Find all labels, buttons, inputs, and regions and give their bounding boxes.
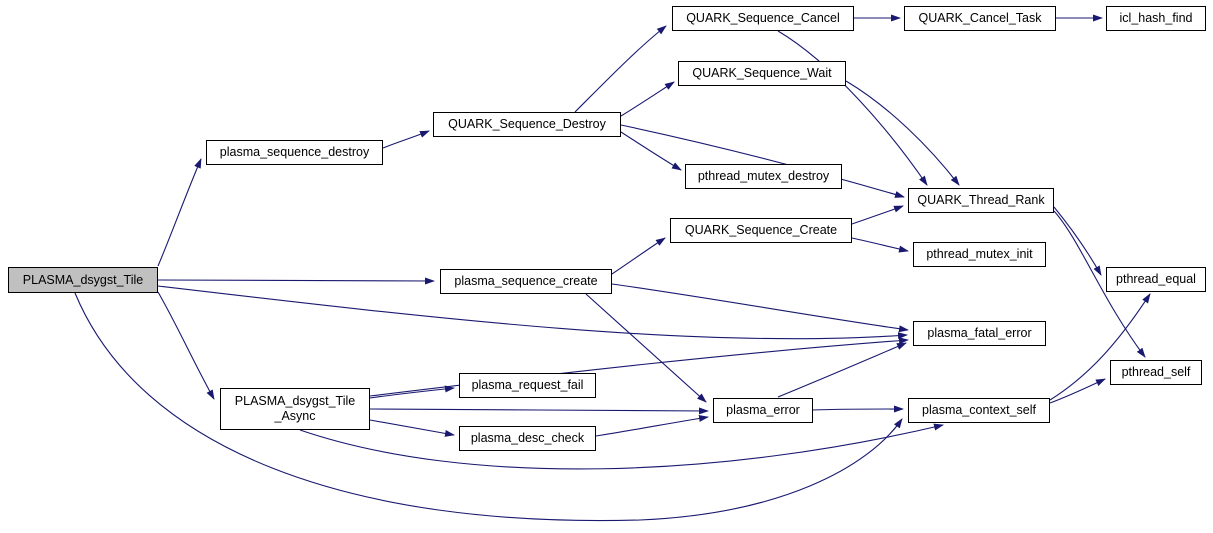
node-plasma_desc_check[interactable]: plasma_desc_check [459,426,596,451]
edge-PLASMA_dsygst_Tile_Async--plasma_error [369,407,709,415]
node-plasma_fatal_error[interactable]: plasma_fatal_error [913,321,1046,346]
node-pthread_self[interactable]: pthread_self [1110,360,1202,385]
edge-plasma_context_self--pthread_self [1049,378,1106,404]
node-plasma_error[interactable]: plasma_error [713,398,813,423]
node-QUARK_Sequence_Create[interactable]: QUARK_Sequence_Create [670,218,852,243]
node-pthread_mutex_init[interactable]: pthread_mutex_init [913,242,1046,267]
edge-PLASMA_dsygst_Tile--plasma_sequence_create [157,277,435,285]
edge-PLASMA_dsygst_Tile--plasma_context_self [74,292,903,522]
node-PLASMA_dsygst_Tile[interactable]: PLASMA_dsygst_Tile [8,267,158,293]
edge-plasma_sequence_create--plasma_fatal_error [611,283,909,333]
edge-QUARK_Sequence_Destroy--QUARK_Sequence_Cancel [574,25,667,113]
edge-PLASMA_dsygst_Tile_Async--plasma_request_fail [369,385,455,399]
edge-QUARK_Sequence_Wait--QUARK_Thread_Rank [845,80,960,186]
edge-plasma_desc_check--plasma_error [595,414,709,437]
edge-group [74,14,1151,522]
node-icl_hash_find[interactable]: icl_hash_find [1106,6,1206,31]
edge-plasma_sequence_create--plasma_error [585,293,707,403]
edge-PLASMA_dsygst_Tile--PLASMA_dsygst_Tile_Async [157,291,215,400]
node-QUARK_Thread_Rank[interactable]: QUARK_Thread_Rank [908,188,1054,213]
node-QUARK_Cancel_Task[interactable]: QUARK_Cancel_Task [904,6,1056,31]
node-plasma_sequence_create[interactable]: plasma_sequence_create [440,269,612,294]
node-QUARK_Sequence_Cancel[interactable]: QUARK_Sequence_Cancel [672,6,854,31]
edge-QUARK_Sequence_Destroy--pthread_mutex_destroy [620,131,682,171]
node-QUARK_Sequence_Wait[interactable]: QUARK_Sequence_Wait [678,61,846,86]
node-plasma_sequence_destroy[interactable]: plasma_sequence_destroy [206,140,383,165]
edge-PLASMA_dsygst_Tile_Async--plasma_fatal_error [369,337,909,397]
edge-QUARK_Sequence_Destroy--QUARK_Sequence_Wait [620,81,675,117]
edge-plasma_sequence_create--QUARK_Sequence_Create [611,237,666,275]
node-QUARK_Sequence_Destroy[interactable]: QUARK_Sequence_Destroy [433,112,621,137]
node-PLASMA_dsygst_Tile_Async[interactable]: PLASMA_dsygst_Tile _Async [220,388,370,430]
node-pthread_equal[interactable]: pthread_equal [1106,267,1206,292]
edge-PLASMA_dsygst_Tile_Async--plasma_desc_check [369,419,455,437]
edge-PLASMA_dsygst_Tile_Async--plasma_context_self [299,423,944,470]
edge-QUARK_Thread_Rank--pthread_self [1053,210,1146,358]
node-pthread_mutex_destroy[interactable]: pthread_mutex_destroy [685,164,842,189]
edge-QUARK_Sequence_Cancel--QUARK_Thread_Rank [777,30,928,186]
edge-plasma_sequence_destroy--QUARK_Sequence_Destroy [382,130,430,149]
edge-QUARK_Sequence_Create--pthread_mutex_init [851,237,909,253]
edge-plasma_context_self--pthread_equal [1049,293,1151,401]
edge-PLASMA_dsygst_Tile--plasma_sequence_destroy [157,158,202,267]
edge-plasma_error--plasma_context_self [812,405,904,413]
edge-PLASMA_dsygst_Tile--plasma_fatal_error [157,285,908,340]
node-plasma_context_self[interactable]: plasma_context_self [908,398,1050,423]
edge-QUARK_Thread_Rank--pthread_equal [1053,206,1102,276]
edge-plasma_error--plasma_fatal_error [777,342,907,398]
node-plasma_request_fail[interactable]: plasma_request_fail [459,373,596,398]
edge-QUARK_Sequence_Destroy--QUARK_Thread_Rank [620,124,905,198]
edge-QUARK_Sequence_Create--QUARK_Thread_Rank [851,205,904,225]
